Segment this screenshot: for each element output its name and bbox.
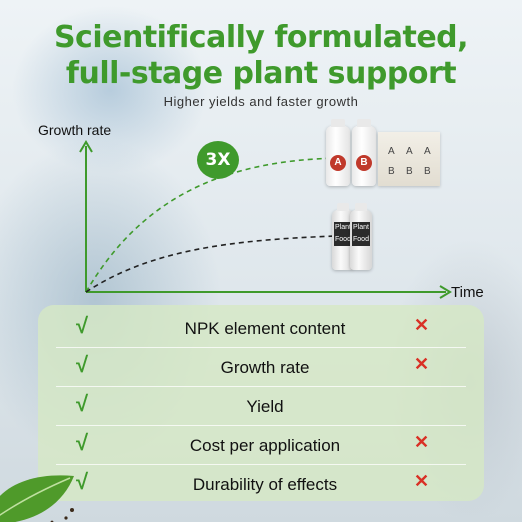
packet-letter: B <box>424 166 431 177</box>
bottle-b-letter: B <box>356 155 372 171</box>
row-divider <box>56 425 466 426</box>
row-label: Growth rate <box>220 358 310 377</box>
multiplier-badge: 3X <box>197 141 239 179</box>
bottle-b: B <box>352 119 376 186</box>
nutrient-packets: A A A B B B <box>378 132 440 186</box>
cross-icon: ✕ <box>414 354 430 374</box>
comparison-panel <box>38 305 484 501</box>
comparison-row: √ Durability of effects ✕ <box>38 465 484 503</box>
leaf-icon <box>0 475 74 522</box>
check-icon: √ <box>76 313 89 338</box>
row-label: Yield <box>246 397 284 416</box>
packet-letter: A <box>424 146 431 157</box>
cross-icon: ✕ <box>414 432 430 452</box>
packet-letter: A <box>406 146 413 157</box>
y-axis-arrow <box>79 140 93 153</box>
row-divider <box>56 464 466 465</box>
packet-letter: B <box>388 166 395 177</box>
x-axis-arrow <box>439 285 452 299</box>
competitor-bottle: Plant Food <box>332 203 354 270</box>
check-icon: √ <box>76 469 89 494</box>
x-axis-label: Time <box>451 284 484 301</box>
bottle-cap <box>331 119 345 127</box>
check-icon: √ <box>76 352 89 377</box>
bottle-a-letter: A <box>330 155 346 171</box>
comparison-row: √ Growth rate ✕ <box>38 348 484 386</box>
upper-curve <box>85 157 341 293</box>
comparison-row: √ Cost per application ✕ <box>38 426 484 464</box>
check-icon: √ <box>76 391 89 416</box>
check-icon: √ <box>76 430 89 455</box>
comparison-row: √ NPK element content ✕ <box>38 309 484 347</box>
lower-curve <box>85 235 337 293</box>
cross-icon: ✕ <box>414 471 430 491</box>
subtitle: Higher yields and faster growth <box>163 94 359 109</box>
row-divider <box>56 386 466 387</box>
title-line-2: full-stage plant support <box>65 56 457 91</box>
bottle-cap <box>357 119 371 127</box>
bottle-a: A <box>326 119 350 186</box>
page-title: Scientifically formulated, full-stage pl… <box>0 20 522 92</box>
competitor-label: Plant Food <box>352 222 370 246</box>
comparison-row: √ Yield <box>38 387 484 425</box>
row-label: Durability of effects <box>192 475 338 494</box>
bottle-cap <box>337 203 349 211</box>
competitor-label: Plant Food <box>334 222 352 246</box>
competitor-bottle: Plant Food <box>350 203 372 270</box>
y-axis-label: Growth rate <box>38 122 112 138</box>
row-label: Cost per application <box>189 436 341 455</box>
packet-letter: A <box>388 146 395 157</box>
row-divider <box>56 347 466 348</box>
cross-icon: ✕ <box>414 315 430 335</box>
title-line-1: Scientifically formulated, <box>53 20 469 55</box>
bottle-cap <box>355 203 367 211</box>
packet-letter: B <box>406 166 413 177</box>
row-label: NPK element content <box>184 319 346 338</box>
